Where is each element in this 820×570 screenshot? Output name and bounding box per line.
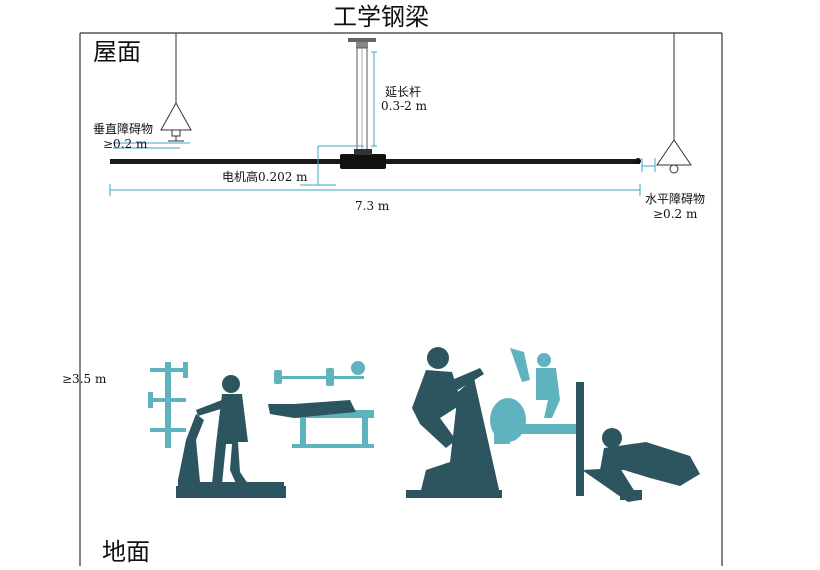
steel-beam-mount [348, 38, 376, 48]
diagram-title: 工学钢梁 [333, 3, 429, 31]
vertical-obstacle-label: 垂直障碍物 [93, 121, 153, 136]
exercise-bike-silhouette [406, 347, 502, 498]
motor-height-label: 电机高0.202 m [222, 169, 308, 184]
vertical-obstacle-lamp [160, 33, 192, 142]
bench-press-silhouette [268, 361, 374, 448]
gym-equipment-silhouettes [148, 347, 700, 502]
weight-rack-silhouette [148, 362, 188, 448]
fan-blade-left [110, 159, 364, 164]
fan-motor [340, 154, 386, 169]
fan [110, 149, 641, 169]
roof-label: 屋面 [93, 38, 141, 66]
extension-rod [356, 47, 368, 151]
extension-rod-range: 0.3-2 m [381, 99, 428, 113]
horizontal-clearance-value: ≥0.2 m [653, 207, 698, 221]
elliptical-silhouette [490, 348, 578, 444]
span-dimension: 7.3 m [355, 199, 390, 213]
situp-station-silhouette [576, 382, 700, 502]
floor-label: 地面 [102, 538, 150, 566]
horizontal-obstacle-label: 水平障碍物 [645, 191, 705, 206]
treadmill-silhouette [176, 375, 286, 498]
horizontal-obstacle-lamp [656, 33, 692, 174]
dimension-lines [109, 51, 656, 196]
fan-blade-right [364, 159, 640, 164]
vertical-clearance-value: ≥0.2 m [103, 137, 148, 151]
room-frame [79, 32, 723, 566]
mount-height-dimension: ≥3.5 m [62, 372, 107, 386]
extension-rod-label: 延长杆 [385, 85, 421, 99]
